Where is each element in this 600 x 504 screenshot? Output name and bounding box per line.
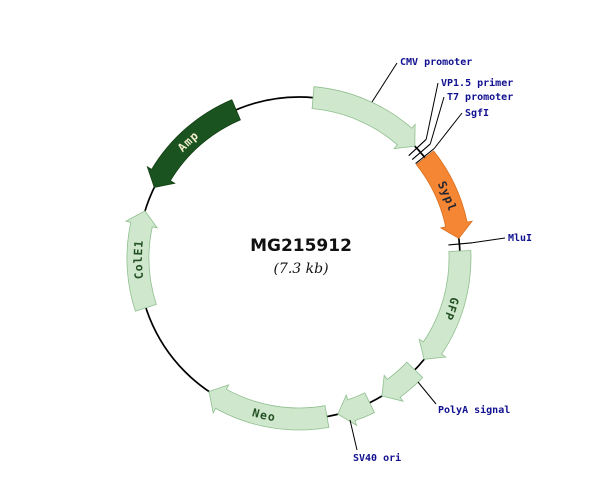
feature-label-cole1: ColE1 (131, 239, 146, 280)
label-t7-promoter: T7 promoter (447, 92, 513, 103)
leader-line-t7-promoter (429, 96, 445, 145)
leaders-group (349, 62, 506, 451)
plasmid-size-label: (7.3 kb) (273, 261, 328, 277)
ticks-group (408, 138, 473, 246)
plasmid-name: MG215912 (250, 236, 352, 256)
feature-sv40-ori (337, 392, 375, 427)
label-cmv-promoter: CMV promoter (400, 57, 472, 68)
leader-line-sgfi (433, 112, 463, 149)
feature-label-neo: Neo (251, 405, 277, 424)
feature-cmv-promoter (311, 86, 416, 150)
label-sgfi: SgfI (465, 108, 489, 119)
leader-line-sv40-ori (349, 419, 358, 451)
tick-t7-promoter (411, 143, 431, 161)
label-mlui: MluI (508, 233, 532, 244)
feature-amp (146, 99, 241, 188)
label-sv40-ori: SV40 ori (353, 452, 401, 464)
feature-sypl (415, 150, 474, 239)
feature-gfp (418, 250, 472, 360)
annotations-group: CMV promoter VP1.5 primer T7 promoter Sg… (353, 57, 532, 464)
feature-neo (208, 384, 330, 431)
leader-line-vp15-primer (425, 82, 439, 140)
label-polya-signal: PolyA signal (438, 404, 510, 416)
feature-cole1 (124, 210, 159, 312)
feature-polya-signal (381, 361, 424, 402)
tick-sgfi (415, 148, 435, 165)
leader-line-polya-signal (417, 381, 437, 405)
center-title: MG215912 (7.3 kb) (250, 236, 352, 277)
leader-line-mlui (472, 237, 506, 244)
tick-mlui (448, 242, 473, 246)
tick-vp15-primer (408, 138, 427, 157)
leader-line-cmv-promoter (371, 62, 398, 103)
label-vp15-primer: VP1.5 primer (441, 77, 513, 89)
